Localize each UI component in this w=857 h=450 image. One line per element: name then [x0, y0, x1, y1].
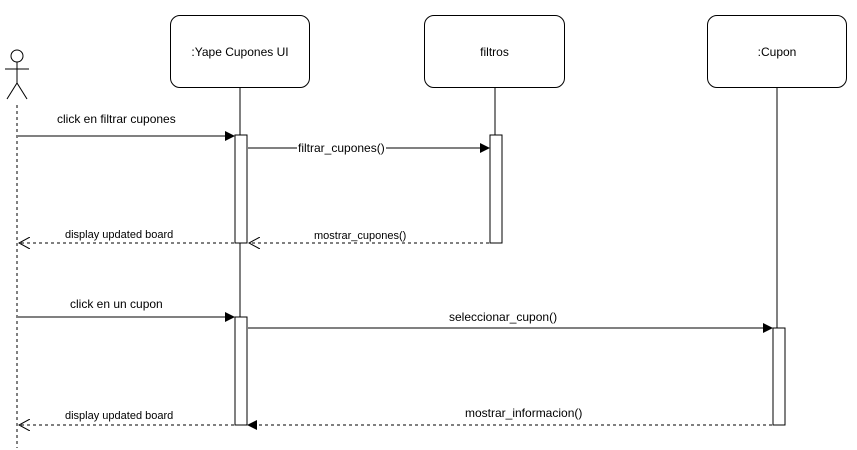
participant-ui-label: :Yape Cupones UI	[191, 44, 289, 59]
message-label-3: mostrar_cupones()	[314, 230, 407, 242]
participant-cupon: :Cupon	[707, 15, 847, 88]
message-label-1: click en filtrar cupones	[57, 112, 176, 126]
filtros-activation	[489, 134, 503, 244]
message-label-8: display updated board	[65, 410, 174, 422]
message-label-7: mostrar_informacion()	[465, 406, 583, 420]
ui-activation-1	[234, 134, 248, 244]
participant-ui: :Yape Cupones UI	[170, 15, 310, 88]
message-label-2: filtrar_cupones()	[297, 141, 386, 155]
message-label-6: seleccionar_cupon()	[449, 310, 558, 324]
participant-filtros-label: filtros	[480, 44, 509, 59]
ui-activation-2	[234, 316, 248, 426]
message-label-4: display updated board	[65, 229, 174, 241]
message-label-5: click en un cupon	[70, 297, 163, 311]
participant-cupon-label: :Cupon	[757, 44, 797, 59]
cupon-activation	[772, 327, 786, 426]
actor-icon	[5, 49, 29, 100]
participant-filtros: filtros	[424, 15, 565, 88]
